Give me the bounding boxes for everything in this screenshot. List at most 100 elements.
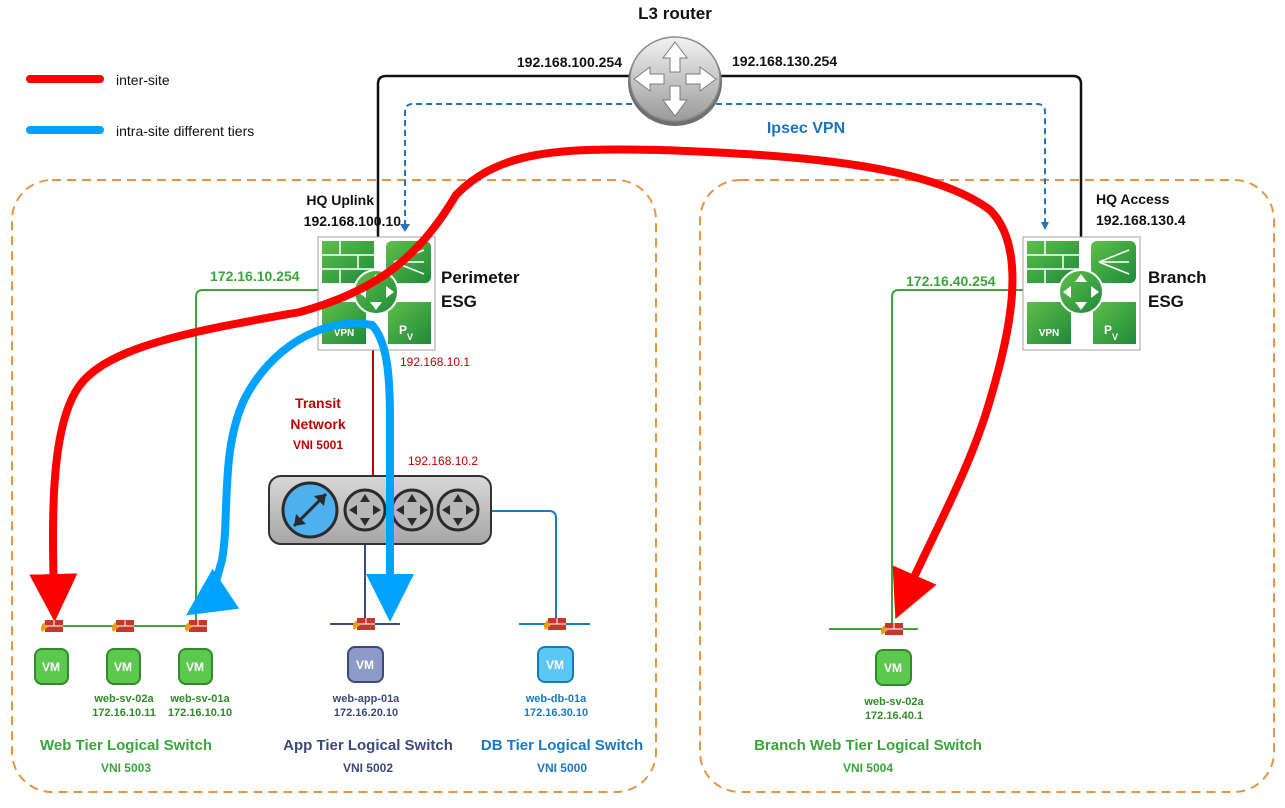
db-tier-switch-name: DB Tier Logical Switch xyxy=(481,737,643,754)
perimeter-esg-name-line2: ESG xyxy=(441,292,477,311)
distributed-logical-router xyxy=(268,475,492,545)
ipsec-vpn-arrow-left xyxy=(400,224,410,232)
firewall-port-icon xyxy=(544,618,566,630)
legend-inter-site-label: inter-site xyxy=(116,72,170,88)
transit-ip-bottom: 192.168.10.2 xyxy=(408,454,478,468)
vm-ip: 172.16.20.10 xyxy=(334,707,398,719)
dlr-router-icon-1 xyxy=(343,488,387,532)
branch-esg-name-line1: Branch xyxy=(1148,268,1207,287)
branch-vpn-icon xyxy=(1027,302,1071,344)
router-left-ip: 192.168.100.254 xyxy=(517,54,622,70)
vm-ip: 172.16.10.11 xyxy=(92,707,156,719)
vm-icon xyxy=(347,646,384,683)
vm-web-1: VM xyxy=(34,648,69,685)
branch-web-switch-name: Branch Web Tier Logical Switch xyxy=(754,737,982,754)
pv-icon-p: P xyxy=(399,323,407,337)
branch-access-label: HQ Access xyxy=(1096,191,1170,207)
hq-site-border xyxy=(11,179,657,793)
firewall-port-icon xyxy=(353,618,375,630)
vm-web-sv-01a: VM web-sv-01a 172.16.10.10 xyxy=(168,648,232,719)
branch-site-border xyxy=(699,179,1275,793)
vm-ip: 172.16.30.10 xyxy=(524,707,588,719)
firewall-port-icon xyxy=(41,620,63,632)
router-arrows-icon xyxy=(633,41,717,117)
firewall-port-icon xyxy=(112,620,134,632)
intra-site-flow-app xyxy=(366,321,414,622)
vm-icon xyxy=(34,648,69,685)
vm-branch-web-sv-02a: VM web-sv-02a 172.16.40.1 xyxy=(863,649,925,722)
branch-internal-ip: 172.16.40.254 xyxy=(906,273,996,289)
vm-icon xyxy=(106,648,141,685)
l3-router: L3 router 192.168.100.254 192.168.130.25… xyxy=(517,4,837,126)
inter-site-flow-main xyxy=(452,145,1017,619)
pv-icon xyxy=(388,302,431,344)
vpn-icon-label: VPN xyxy=(334,328,355,339)
dlr-bridge-arrow-head-down xyxy=(294,514,306,526)
hq-uplink-line xyxy=(376,74,633,238)
legend-intra-site-label: intra-site different tiers xyxy=(116,123,254,139)
vm-ip: 172.16.40.1 xyxy=(865,710,923,722)
app-tier-switch-name: App Tier Logical Switch xyxy=(283,737,453,754)
intra-site-flow-web xyxy=(186,319,376,616)
branch-firewall-bricks xyxy=(1027,241,1079,283)
vm-icon-label: VM xyxy=(186,660,204,674)
branch-web-switch-vni: VNI 5004 xyxy=(843,761,893,775)
branch-esg-router-icon xyxy=(1058,269,1104,315)
router-title: L3 router xyxy=(638,4,712,23)
vm-name: web-app-01a xyxy=(332,693,401,705)
branch-lb-arrows xyxy=(1098,249,1130,275)
hq-web-tier-link xyxy=(195,289,320,625)
hq-internal-ip: 172.16.10.254 xyxy=(210,268,300,284)
app-tier-switch-vni: VNI 5002 xyxy=(343,761,393,775)
vm-icon-label: VM xyxy=(356,658,374,672)
vm-icon-label: VM xyxy=(546,658,564,672)
vm-name: web-sv-01a xyxy=(169,693,230,705)
firewall-bricks xyxy=(322,241,374,283)
dlr-router-icons xyxy=(343,488,480,532)
dlr-bridge-arrow-head-up xyxy=(314,494,326,506)
dlr-router-icon-3 xyxy=(436,488,480,532)
ipsec-vpn-label: Ipsec VPN xyxy=(767,120,845,137)
port-firewalls xyxy=(41,618,903,635)
branch-access-ip: 192.168.130.4 xyxy=(1096,212,1186,228)
transit-ip-top: 192.168.10.1 xyxy=(400,355,470,369)
vm-web-db-01a: VM web-db-01a 172.16.30.10 xyxy=(524,646,588,719)
vm-web-sv-02a: VM web-sv-02a 172.16.10.11 xyxy=(92,648,156,719)
vm-icon xyxy=(537,646,574,683)
vm-icon xyxy=(178,648,213,685)
transit-label-line1: Transit xyxy=(295,395,341,411)
branch-esg-name-line2: ESG xyxy=(1148,292,1184,311)
branch-uplink-line xyxy=(718,74,1083,238)
vm-name: web-sv-02a xyxy=(863,696,924,708)
firewall-port-icon xyxy=(881,623,903,635)
transit-label-line2: Network xyxy=(290,416,345,432)
vm-icon-label: VM xyxy=(114,660,132,674)
branch-pv-icon-v: V xyxy=(1112,332,1118,342)
vm-web-app-01a: VM web-app-01a 172.16.20.10 xyxy=(332,646,401,719)
branch-web-tier-link xyxy=(891,289,1024,628)
db-tier-switch-vni: VNI 5000 xyxy=(537,761,587,775)
vm-icon-label: VM xyxy=(884,661,902,675)
vm-name: web-sv-02a xyxy=(93,693,154,705)
ipsec-vpn-line xyxy=(404,103,1049,230)
vm-ip: 172.16.10.10 xyxy=(168,707,232,719)
branch-pv-icon-p: P xyxy=(1104,323,1112,337)
branch-esg-router-arrows xyxy=(1063,274,1099,310)
perimeter-esg-name-line1: Perimeter xyxy=(441,268,520,287)
hq-uplink-label: HQ Uplink xyxy=(306,192,374,208)
branch-pv-icon xyxy=(1093,302,1136,344)
router-right-ip: 192.168.130.254 xyxy=(732,53,837,69)
vm-icon xyxy=(875,649,912,686)
router-icon xyxy=(629,36,721,122)
web-tier-switch-name: Web Tier Logical Switch xyxy=(40,737,212,754)
branch-vpn-icon-label: VPN xyxy=(1039,328,1060,339)
dlr-db-link xyxy=(490,510,557,624)
branch-esg: VPN P V xyxy=(1022,236,1141,351)
vm-name: web-db-01a xyxy=(525,693,587,705)
pv-icon-v: V xyxy=(407,332,413,342)
transit-vni: VNI 5001 xyxy=(293,438,343,452)
vm-icon-label: VM xyxy=(42,660,60,674)
hq-uplink-ip: 192.168.100.10 xyxy=(304,213,402,229)
web-tier-switch-vni: VNI 5003 xyxy=(101,761,151,775)
